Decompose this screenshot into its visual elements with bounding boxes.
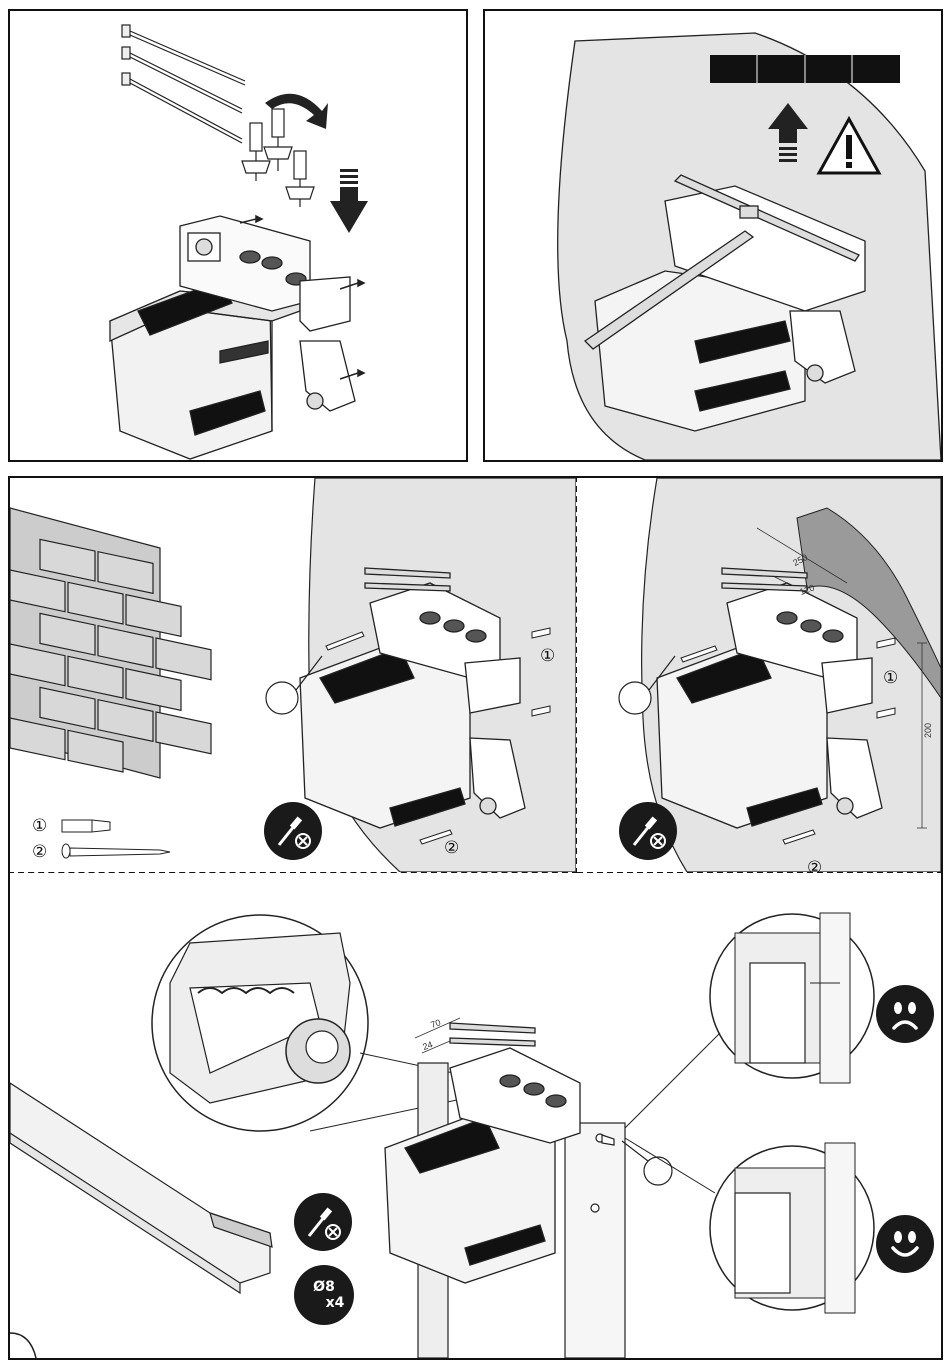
svg-text:120: 120 [799, 583, 816, 598]
happy-face-icon [876, 1215, 934, 1273]
drill-size: Ø8 [313, 1279, 335, 1295]
dim-250: 250 [792, 548, 832, 568]
step1-panel [8, 9, 468, 462]
callout-1: ① [540, 646, 555, 666]
step4-panel: 250 120 200 ① ② [577, 476, 943, 874]
dim-24: 24 [422, 1033, 452, 1053]
push-down-arrow-icon [330, 169, 368, 233]
step2-panel [483, 9, 943, 462]
dim-200: 200 [917, 708, 937, 748]
wall-plug [62, 820, 110, 832]
step3-panel: ① ② ① ② [8, 476, 578, 874]
no-screwdriver-icon [264, 802, 322, 860]
callout-2: ② [444, 838, 459, 858]
svg-text:250: 250 [792, 552, 809, 568]
callout-2: ② [807, 858, 822, 874]
no-screwdriver-icon [619, 802, 677, 860]
svg-text:70: 70 [430, 1017, 442, 1030]
dim-70: 70 [430, 1011, 460, 1031]
legend-1-num: ① [32, 816, 47, 836]
mixer-box [110, 216, 355, 459]
drill-bit-badge: Ø8 x4 [294, 1265, 354, 1325]
dim-120: 120 [799, 578, 839, 598]
brick-wall [10, 508, 211, 778]
mounting-clips [242, 109, 314, 207]
svg-text:24: 24 [422, 1039, 434, 1052]
cable-ties [122, 25, 245, 143]
sad-face-icon [876, 985, 934, 1043]
tile-strip [710, 55, 900, 83]
wrong-detail [625, 913, 874, 1128]
legend-2-num: ② [32, 842, 47, 862]
step5-panel: 70 24 Ø8 x4 [8, 873, 943, 1360]
wood-screw [62, 844, 170, 858]
no-screwdriver-icon [294, 1193, 352, 1251]
mixer-box [385, 1023, 580, 1283]
callout-1: ① [883, 668, 898, 688]
svg-text:200: 200 [923, 723, 933, 738]
screw-count: x4 [326, 1295, 345, 1311]
